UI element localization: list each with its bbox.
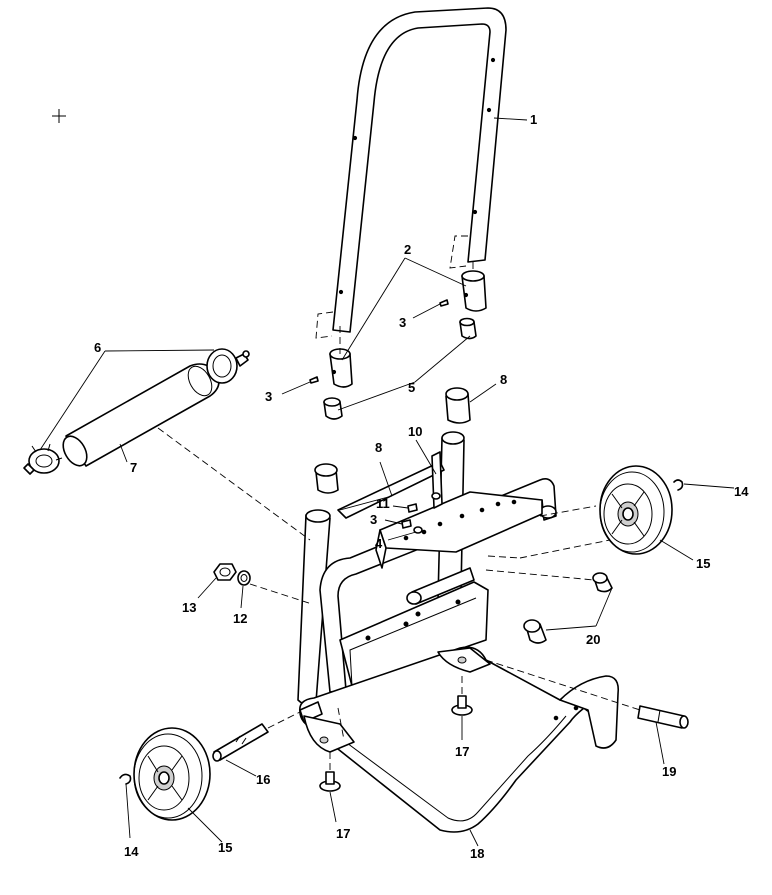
wheel-part-15-left <box>133 727 211 821</box>
callout-12: 12 <box>233 611 247 626</box>
callout-3: 3 <box>265 389 272 404</box>
callout-4: 4 <box>375 536 383 551</box>
roller-end-cap-part-6 <box>23 348 250 475</box>
callout-1: 1 <box>530 112 537 127</box>
leader-lines <box>39 117 735 847</box>
callout-11: 11 <box>376 496 390 511</box>
callout-17: 17 <box>336 826 350 841</box>
callout-17: 17 <box>455 744 469 759</box>
clip-part-14 <box>119 479 684 785</box>
callout-15: 15 <box>218 840 232 855</box>
callout-5: 5 <box>408 380 415 395</box>
callout-6: 6 <box>94 340 101 355</box>
callout-13: 13 <box>182 600 196 615</box>
callout-18: 18 <box>470 846 484 861</box>
handle-part-1 <box>315 7 507 339</box>
washer-part-12 <box>237 570 251 586</box>
callout-8: 8 <box>375 440 382 455</box>
callout-20: 20 <box>586 632 600 647</box>
callout-10: 10 <box>408 424 422 439</box>
callout-15: 15 <box>696 556 710 571</box>
wheel-part-15-right <box>599 465 673 555</box>
alignment-lines <box>157 262 641 772</box>
callout-19: 19 <box>662 764 676 779</box>
end-cap-part-5 <box>323 317 477 420</box>
coupler-part-2 <box>329 270 487 388</box>
callout-labels: 1 2 3 3 3 4 5 6 7 8 8 10 11 12 13 14 14 … <box>94 112 749 861</box>
hose-roller-part-7 <box>62 363 220 467</box>
callout-14: 14 <box>734 484 749 499</box>
callout-14: 14 <box>124 844 139 859</box>
callout-3: 3 <box>370 512 377 527</box>
callout-16: 16 <box>256 772 270 787</box>
foot-part-17 <box>319 695 473 792</box>
nut-part-13 <box>213 563 237 581</box>
callout-7: 7 <box>130 460 137 475</box>
callout-2: 2 <box>404 242 411 257</box>
callout-3: 3 <box>399 315 406 330</box>
callout-8: 8 <box>500 372 507 387</box>
crosshair-icon <box>52 109 66 123</box>
screw-part-3 <box>309 299 449 384</box>
cart-frame <box>297 387 620 833</box>
axle-pin-part-16 <box>212 723 269 762</box>
axle-pin-part-19 <box>637 705 689 729</box>
